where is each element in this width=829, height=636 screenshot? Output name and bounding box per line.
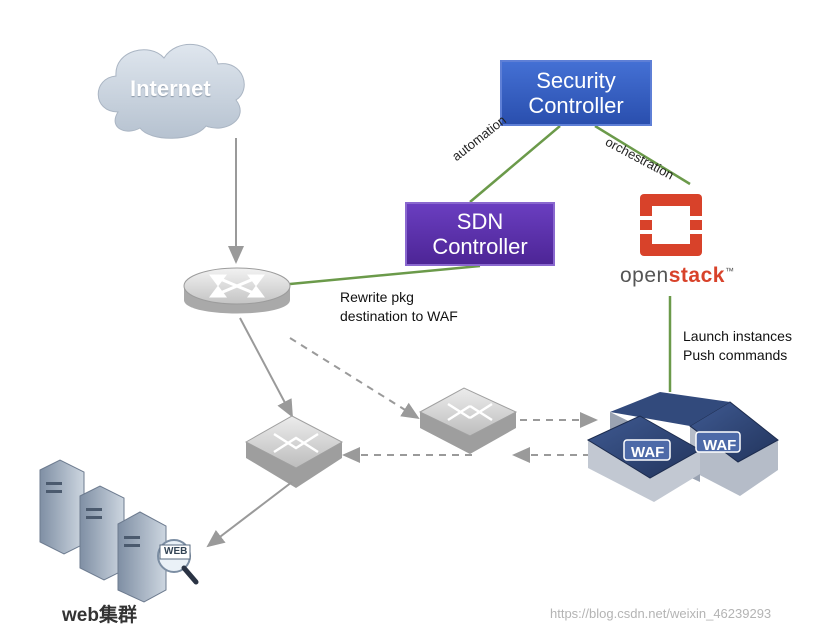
router-to-mid-switch-dashed-arrow: [289, 337, 420, 420]
rewrite-line2: destination to WAF: [340, 307, 458, 324]
rewrite-line1: Rewrite pkg: [340, 289, 414, 305]
middle-switch-icon: [418, 387, 518, 454]
security-controller-line1: Security: [536, 67, 616, 93]
sdn-controller-line2: Controller: [432, 234, 528, 259]
router-to-switch-arrow: [239, 317, 293, 418]
openstack-logo-icon: [640, 194, 702, 256]
waf-front-label: WAF: [631, 444, 665, 461]
web-server-cluster-icon: [39, 459, 199, 603]
watermark-text: https://blog.csdn.net/weixin_46239293: [550, 606, 772, 621]
internet-cloud-icon: [97, 44, 245, 139]
launch-line2: Push commands: [683, 346, 788, 363]
switch-to-web-cluster-arrow: [206, 481, 293, 548]
launch-line1: Launch instances: [683, 328, 792, 344]
sdn-controller-line1: SDN: [456, 208, 504, 234]
openstack-wordmark: openstack™: [620, 264, 734, 288]
router-icon: [183, 267, 291, 314]
launch-annotation: Launch instances Push commands: [683, 327, 792, 365]
security-controller-box: Security Controller: [500, 60, 652, 126]
web-cluster-label: web集群: [62, 605, 137, 626]
security-to-sdn-link: [469, 125, 561, 203]
security-to-openstack-link: [594, 124, 691, 186]
waf-appliance-front-icon: [586, 415, 741, 502]
web-server-tag: WEB: [164, 546, 188, 557]
rewrite-annotation: Rewrite pkg destination to WAF: [340, 288, 458, 326]
security-controller-line2: Controller: [528, 93, 624, 118]
left-switch-icon: [244, 415, 344, 488]
sdn-to-router-link: [289, 264, 481, 286]
sdn-controller-box: SDN Controller: [405, 202, 555, 266]
waf-back-label: WAF: [703, 437, 737, 454]
openstack-suffix: stack: [668, 264, 725, 287]
openstack-trademark: ™: [724, 266, 735, 276]
internet-label: Internet: [130, 76, 211, 101]
openstack-prefix: open: [620, 264, 669, 287]
